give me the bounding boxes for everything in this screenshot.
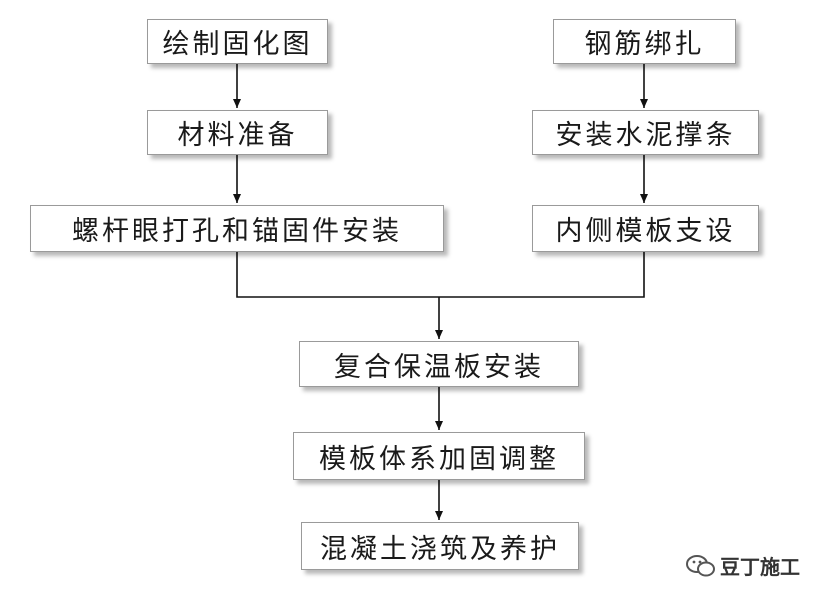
node-concrete-pour: 混凝土浇筑及养护 — [301, 522, 579, 570]
node-bolt-anchor: 螺杆眼打孔和锚固件安装 — [30, 205, 444, 252]
node-cement-strip: 安装水泥撑条 — [532, 110, 759, 155]
node-rebar-tying: 钢筋绑扎 — [553, 19, 736, 64]
watermark-text: 豆丁施工 — [720, 555, 800, 579]
node-inner-formwork: 内侧模板支设 — [532, 205, 759, 252]
wechat-icon — [686, 554, 715, 576]
node-draw-drawing: 绘制固化图 — [147, 19, 328, 64]
watermark: 豆丁施工 — [686, 551, 800, 580]
node-material-prep: 材料准备 — [147, 110, 328, 155]
node-insulation-board: 复合保温板安装 — [299, 341, 579, 387]
edge-merge-connector — [236, 252, 645, 298]
node-formwork-adjust: 模板体系加固调整 — [293, 432, 585, 480]
